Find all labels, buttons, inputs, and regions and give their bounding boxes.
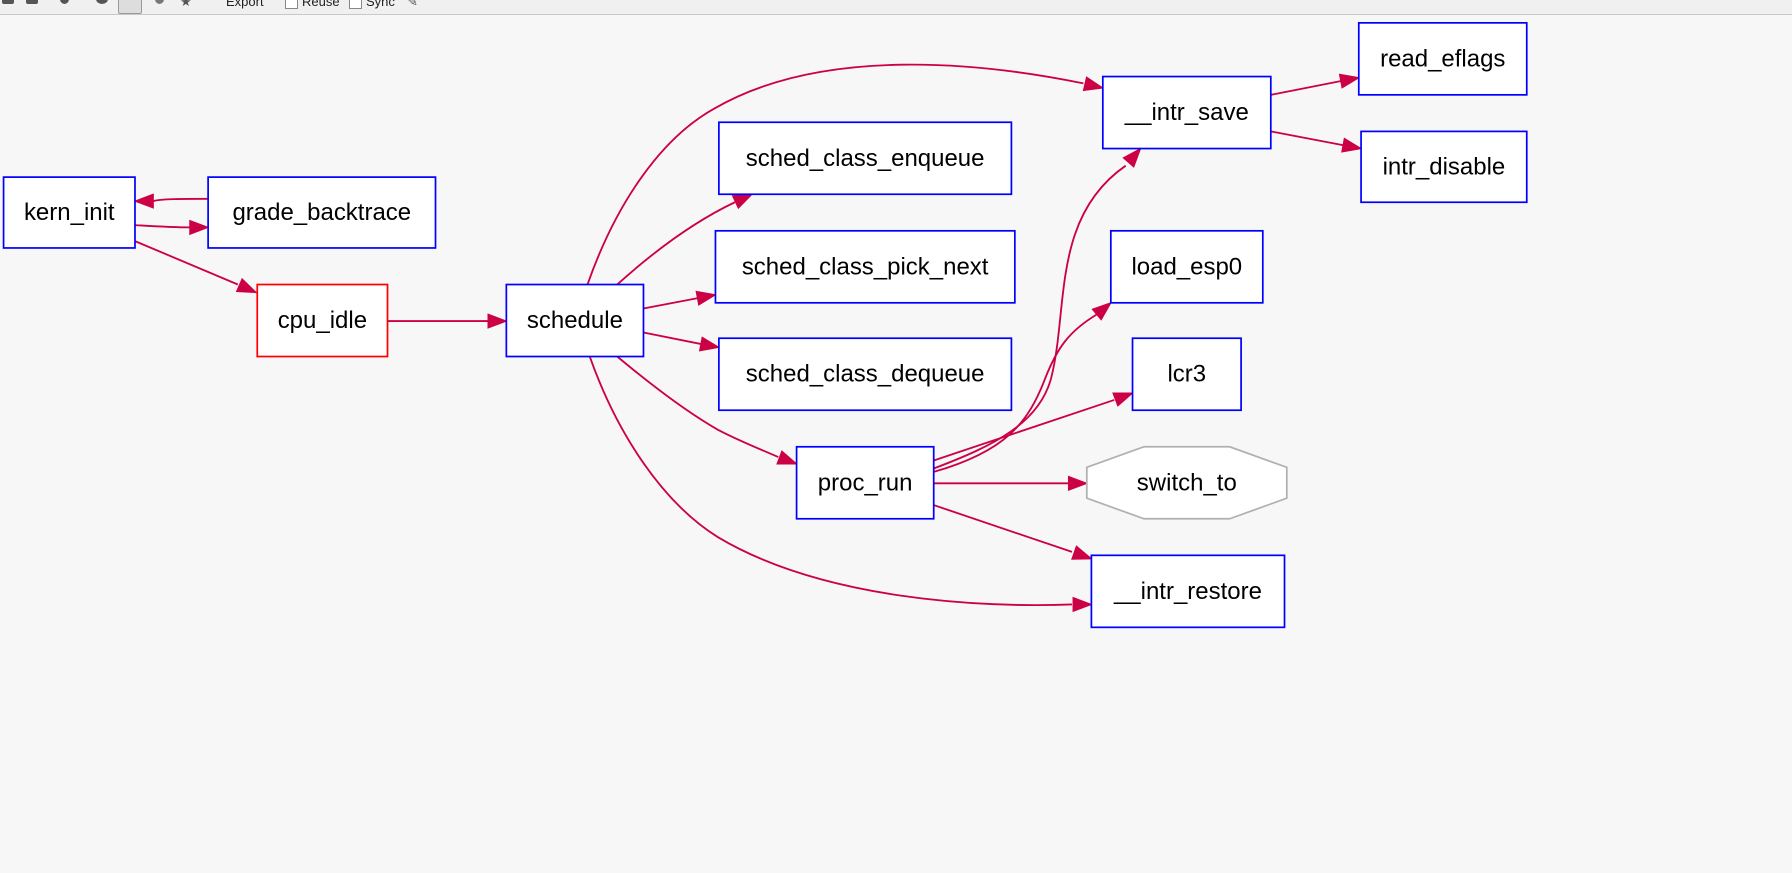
export-button[interactable]: Export — [226, 0, 264, 9]
reuse-checkbox[interactable]: Reuse — [285, 0, 340, 10]
arrowhead-icon — [487, 313, 508, 329]
node-label: proc_run — [818, 469, 913, 496]
node-label: cpu_idle — [278, 307, 367, 334]
arrowhead-icon — [1071, 545, 1093, 560]
node-shape — [1090, 554, 1286, 629]
node-label: intr_disable — [1383, 153, 1506, 180]
node-label: __intr_save — [1124, 99, 1249, 126]
arrowhead-icon — [695, 290, 718, 306]
arrowhead-icon — [189, 219, 210, 236]
edit-pencil-icon[interactable]: ✎ — [407, 0, 418, 9]
node-kern-init[interactable]: kern_init — [2, 176, 136, 249]
node-intr-save[interactable]: __intr_save — [1101, 75, 1272, 150]
node-label: load_esp0 — [1131, 253, 1242, 280]
node-shape — [207, 176, 437, 249]
arrowhead-icon — [1112, 392, 1135, 407]
arrowhead-icon — [698, 336, 721, 352]
node-lcr3[interactable]: lcr3 — [1131, 337, 1242, 412]
edge-proc_run-to-load_esp0 — [933, 313, 1098, 473]
reuse-label: Reuse — [302, 0, 340, 9]
node-schedule[interactable]: schedule — [505, 283, 645, 358]
arrowhead-icon — [1091, 301, 1113, 321]
copy-icon[interactable] — [2, 0, 14, 4]
node-shape — [256, 283, 389, 358]
node-shape — [795, 445, 935, 520]
arrowhead-icon — [731, 193, 754, 210]
node-intr-disable[interactable]: intr_disable — [1360, 130, 1528, 204]
node-label: sched_class_enqueue — [746, 145, 985, 172]
node-label: switch_to — [1137, 469, 1237, 496]
edge-schedule-to-sched_class_enqueue — [616, 201, 736, 286]
edge-schedule-to-__intr_restore — [588, 356, 1073, 607]
edge-schedule-to-__intr_save — [586, 63, 1084, 285]
arrowhead-icon — [1067, 475, 1089, 492]
node-shape — [1101, 75, 1272, 150]
zoom-icon[interactable] — [60, 0, 69, 4]
node-load-esp0[interactable]: load_esp0 — [1109, 229, 1264, 304]
node-label: sched_class_dequeue — [746, 361, 985, 388]
arrowhead-icon — [1338, 73, 1361, 89]
pan-hand-icon[interactable] — [96, 0, 108, 4]
node-label: read_eflags — [1380, 45, 1505, 72]
edge-__intr_save-to-read_eflags — [1270, 80, 1341, 96]
edge-schedule-to-sched_class_dequeue — [643, 331, 701, 345]
sync-label: Sync — [366, 0, 395, 9]
arrowhead-icon — [133, 193, 154, 209]
node-sched-class-dequeue[interactable]: sched_class_dequeue — [718, 337, 1013, 412]
node-label: schedule — [527, 307, 623, 334]
node-label: lcr3 — [1167, 361, 1206, 388]
node-intr-restore[interactable]: __intr_restore — [1090, 554, 1286, 629]
arrowhead-icon — [235, 277, 258, 294]
sync-checkbox-box[interactable] — [349, 0, 362, 10]
arrowhead-icon — [1122, 147, 1142, 168]
node-label: kern_init — [24, 199, 115, 226]
toolbar: ★ Export Reuse Sync ✎ — [0, 0, 1792, 15]
edge-kern_init-to-grade_backtrace — [134, 224, 190, 229]
node-shape — [718, 337, 1013, 412]
node-shape — [1085, 445, 1288, 520]
arrowhead-icon — [1082, 76, 1105, 92]
node-read-eflags[interactable]: read_eflags — [1357, 21, 1528, 96]
edge-kern_init-to-cpu_idle — [134, 240, 239, 286]
edge-schedule-to-sched_class_pick_next — [643, 297, 698, 310]
node-shape — [2, 176, 136, 249]
node-proc-run[interactable]: proc_run — [795, 445, 935, 520]
node-shape — [714, 229, 1016, 304]
edge-proc_run-to-__intr_save — [933, 164, 1127, 470]
print-icon[interactable] — [26, 0, 38, 4]
node-switch-to[interactable]: switch_to — [1085, 445, 1288, 520]
node-label: sched_class_pick_next — [742, 253, 989, 280]
edge-schedule-to-proc_run — [616, 355, 779, 458]
sync-checkbox[interactable]: Sync — [349, 0, 395, 10]
edge-grade_backtrace-to-kern_init — [152, 197, 209, 202]
node-label: grade_backtrace — [232, 199, 411, 226]
reuse-checkbox-box[interactable] — [285, 0, 298, 10]
zoom-out-icon[interactable] — [155, 0, 164, 4]
node-shape — [1109, 229, 1264, 304]
node-shape — [718, 121, 1013, 196]
node-grade-backtrace[interactable]: grade_backtrace — [207, 176, 437, 249]
node-shape — [1131, 337, 1242, 412]
select-box-icon[interactable] — [118, 0, 142, 14]
edge-proc_run-to-lcr3 — [933, 399, 1115, 462]
arrowhead-icon — [1072, 596, 1094, 613]
node-shape — [1357, 21, 1528, 96]
arrowhead-icon — [776, 450, 799, 465]
node-shape — [1360, 130, 1528, 204]
node-cpu-idle[interactable]: cpu_idle — [256, 283, 389, 358]
node-sched-class-enqueue[interactable]: sched_class_enqueue — [718, 121, 1013, 196]
arrowhead-icon — [1341, 137, 1363, 153]
edge-proc_run-to-__intr_restore — [933, 504, 1073, 553]
edge-__intr_save-to-intr_disable — [1270, 130, 1343, 147]
node-sched-class-pick-next[interactable]: sched_class_pick_next — [714, 229, 1016, 304]
node-label: __intr_restore — [1113, 578, 1262, 605]
star-icon[interactable]: ★ — [180, 0, 192, 9]
node-shape — [505, 283, 645, 358]
